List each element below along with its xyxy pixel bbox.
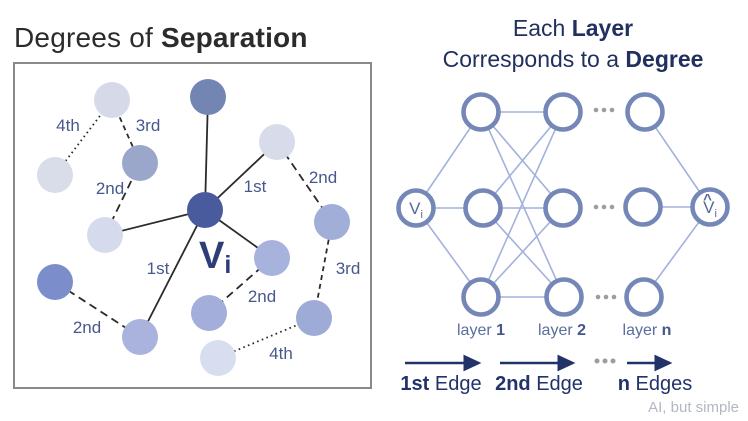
ellipsis-dot [601, 107, 607, 113]
edge-arrows: 1st Edge 2nd Edge n Edges [400, 354, 692, 395]
ellipsis-dot [594, 358, 600, 364]
net-edge-c3r3-out [643, 206, 711, 298]
ellipsis-dot [611, 294, 617, 300]
ellipsis-dot [601, 204, 607, 210]
net-node-c2r1 [543, 92, 583, 132]
layer-label-1: layer 1 [457, 322, 505, 339]
net-edge-c1r1-c2r3 [480, 111, 565, 298]
ellipsis-dot [593, 204, 599, 210]
net-edge-in-c1r1 [415, 111, 482, 209]
left-title: Degrees of Separation [14, 22, 308, 54]
edge-arrow-label-1: 1st Edge [400, 373, 481, 395]
right-title-line2: Corresponds to a Degree [442, 46, 704, 72]
net-node-c1r2 [463, 188, 503, 228]
net-edge-c1r1-c2r2 [480, 111, 564, 209]
net-node-c2r3 [544, 277, 584, 317]
ellipsis-dot [603, 294, 609, 300]
ellipsis-dot [602, 358, 608, 364]
net-edge-c1r3-c2r2 [480, 207, 564, 298]
edge-arrow-label-2: 2nd Edge [495, 373, 583, 395]
hat-accent: ^ [703, 191, 712, 208]
ellipsis-dot [609, 107, 615, 113]
layer-label-3: layer n [623, 322, 672, 339]
watermark: AI, but simple [648, 399, 739, 416]
net-edge-in-c1r3 [415, 207, 482, 298]
net-edge-c1r3-c2r1 [480, 111, 564, 298]
ellipsis-dot [595, 294, 601, 300]
net-node-c3r3 [624, 277, 664, 317]
net-node-c2r2 [543, 188, 583, 228]
ellipsis-dot [609, 204, 615, 210]
degrees-graph-box [13, 62, 372, 389]
net-node-in [396, 188, 436, 228]
net-node-c3r1 [625, 92, 665, 132]
left-title-bold: Separation [160, 22, 308, 53]
edge-arrow-label-3: n Edges [618, 373, 692, 395]
layer-label-2: layer 2 [538, 322, 586, 339]
net-edge-c1r2-c2r3 [482, 207, 565, 298]
net-edge-c1r2-c2r1 [482, 111, 564, 209]
ellipsis-dot [593, 107, 599, 113]
ellipsis-dot [610, 358, 616, 364]
net-node-c3r2 [623, 187, 663, 227]
net-node-label-in: Vi [409, 199, 423, 221]
net-node-c1r1 [461, 92, 501, 132]
net-edge-c3r1-out [644, 111, 711, 208]
left-title-normal: Degrees of [14, 22, 161, 53]
net-node-label-out: Vi [703, 198, 717, 220]
net-node-c1r3 [461, 277, 501, 317]
right-title: Each Layer Corresponds to a Degree [398, 13, 748, 75]
net-node-out [690, 187, 730, 227]
right-title-line1: Each Layer [512, 15, 634, 41]
